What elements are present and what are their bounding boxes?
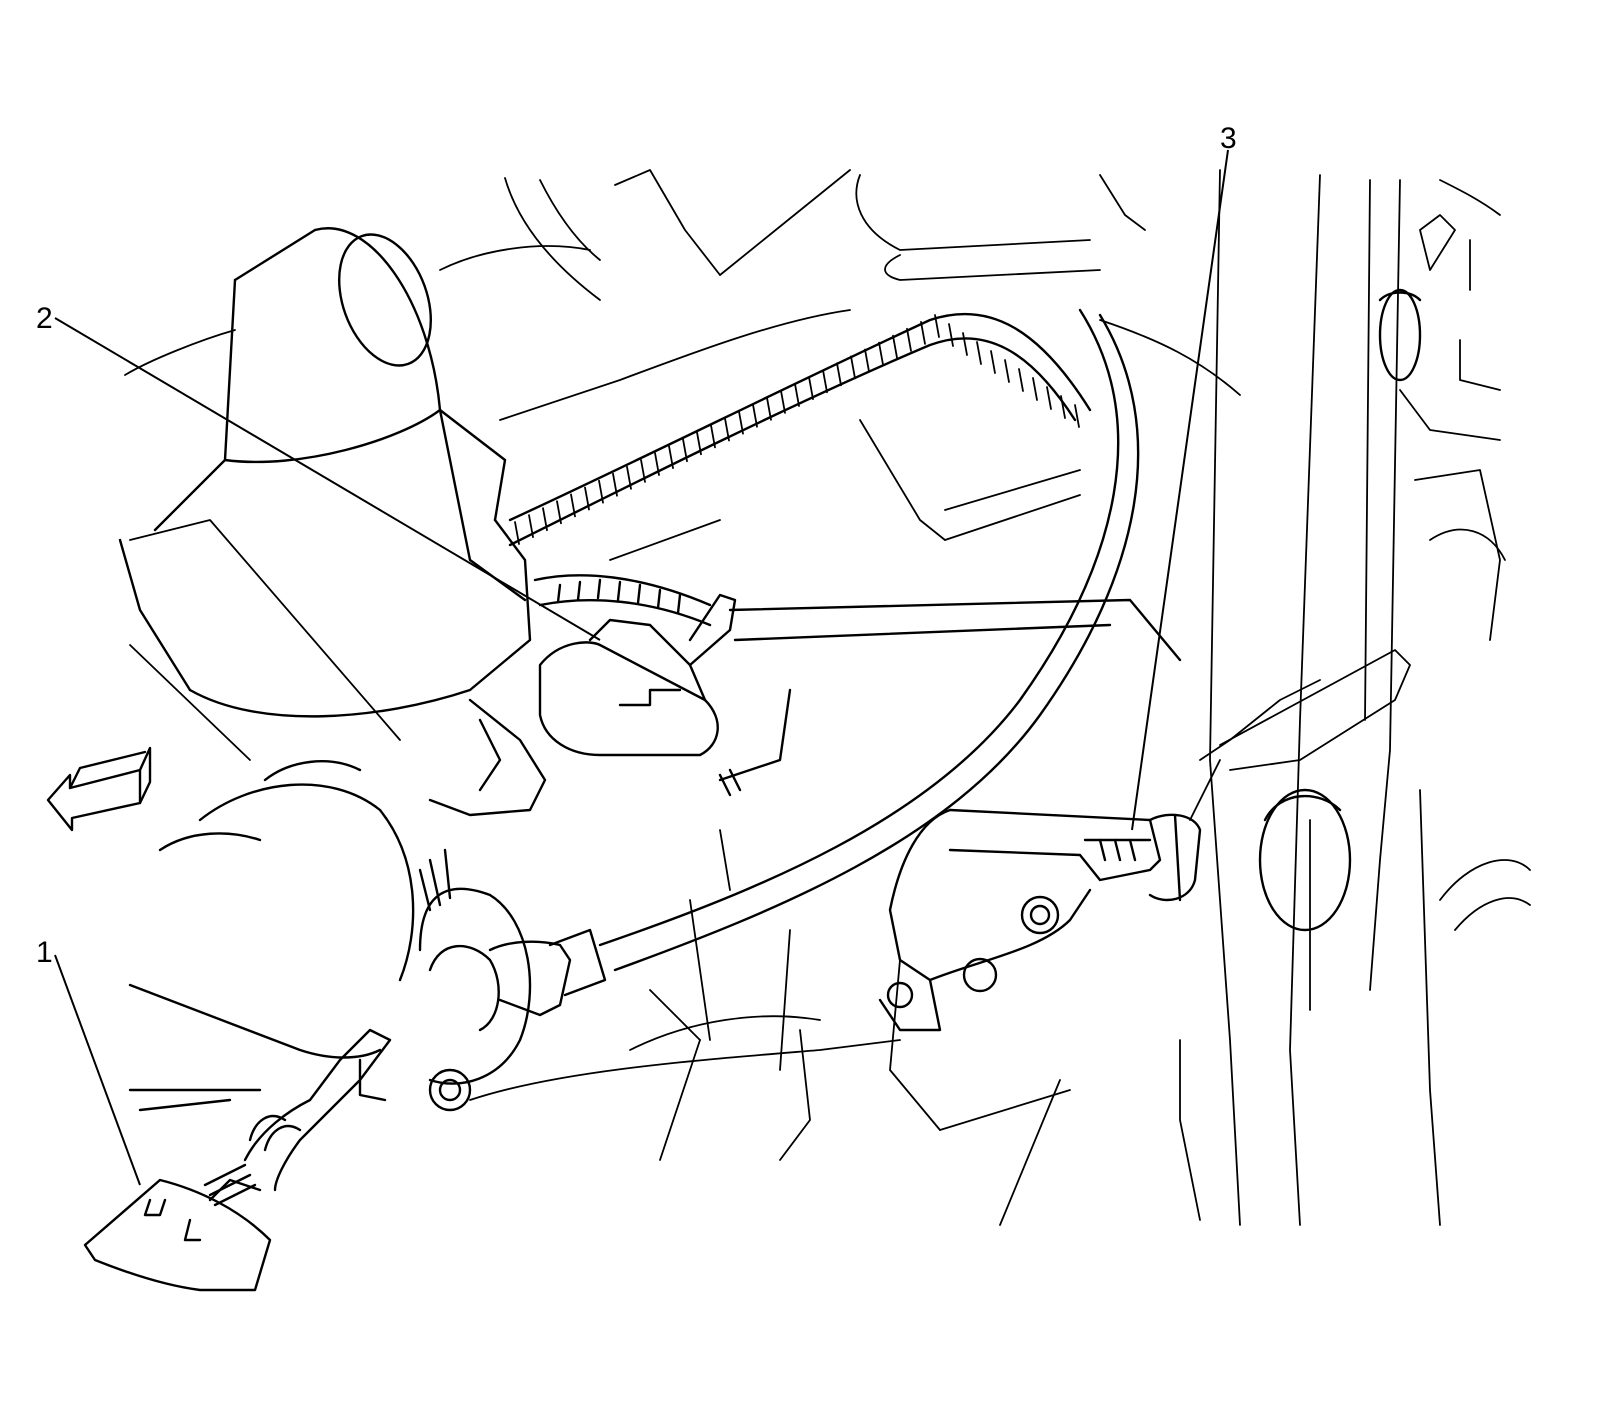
oxygen-sensor-cable bbox=[598, 308, 1140, 972]
callout-2-label: 2 bbox=[36, 302, 53, 335]
conduit-rib bbox=[570, 493, 576, 518]
conduit-rib bbox=[780, 389, 786, 414]
leader-2 bbox=[54, 317, 601, 641]
conduit-ribs bbox=[514, 314, 1080, 545]
conduit-rib bbox=[668, 445, 674, 470]
conduit-rib bbox=[808, 376, 814, 401]
conduit-rib bbox=[822, 369, 828, 394]
body-panel-outlines bbox=[999, 169, 1531, 1226]
leader-3 bbox=[1131, 149, 1229, 831]
conduit-rib bbox=[738, 410, 744, 435]
conduit-rib bbox=[1074, 404, 1080, 428]
conduit-rib bbox=[1018, 368, 1024, 392]
leader-1 bbox=[54, 954, 141, 1186]
conduit-rib bbox=[906, 327, 912, 352]
conduit-rib bbox=[934, 314, 940, 338]
conduit-rib bbox=[724, 417, 730, 442]
conduit-rib bbox=[990, 350, 996, 374]
conduit-rib bbox=[640, 458, 646, 483]
sensor-harness-connector bbox=[83, 1028, 392, 1292]
callout-1-label: 1 bbox=[36, 936, 53, 969]
conduit-rib bbox=[962, 332, 968, 356]
conduit-rib bbox=[710, 424, 716, 449]
conduit-rib bbox=[1046, 386, 1052, 410]
conduit-rib bbox=[836, 362, 842, 387]
callout-leaders bbox=[54, 149, 1229, 1186]
conduit-rib bbox=[682, 438, 688, 463]
conduit-rib bbox=[556, 500, 562, 525]
exhaust-assembly bbox=[128, 698, 607, 1112]
conduit-rib bbox=[920, 320, 926, 345]
conduit-rib bbox=[794, 383, 800, 407]
sensor-connector-and-clip bbox=[533, 574, 1182, 797]
conduit-rib bbox=[1004, 359, 1010, 383]
forward-direction-arrow-icon bbox=[46, 746, 152, 832]
conduit-rib bbox=[542, 507, 548, 532]
conduit-rib bbox=[528, 514, 534, 538]
conduit-rib bbox=[752, 403, 758, 428]
conduit-rib bbox=[892, 334, 898, 359]
conduit-rib bbox=[976, 341, 982, 365]
conduit-rib bbox=[1060, 395, 1066, 419]
wiring-harness-conduit bbox=[508, 312, 1092, 547]
conduit-rib bbox=[584, 486, 590, 511]
callout-3-label: 3 bbox=[1220, 122, 1237, 155]
conduit-rib bbox=[864, 348, 870, 373]
lower-pan-outlines bbox=[469, 829, 1071, 1161]
oxygen-sensor-boss bbox=[878, 808, 1202, 1032]
round-plugs bbox=[1258, 288, 1422, 932]
conduit-rib bbox=[878, 341, 884, 366]
conduit-rib bbox=[612, 472, 618, 497]
conduit-rib bbox=[598, 479, 604, 504]
conduit-rib bbox=[948, 323, 954, 347]
engine-background-outlines bbox=[124, 169, 1241, 761]
conduit-rib bbox=[850, 355, 856, 380]
conduit-rib bbox=[514, 521, 520, 545]
conduit-rib bbox=[1032, 377, 1038, 401]
conduit-rib bbox=[766, 396, 772, 421]
conduit-rib bbox=[654, 452, 660, 476]
conduit-rib bbox=[696, 431, 702, 456]
conduit-rib bbox=[626, 465, 632, 490]
engine-mount-housing bbox=[118, 227, 532, 718]
